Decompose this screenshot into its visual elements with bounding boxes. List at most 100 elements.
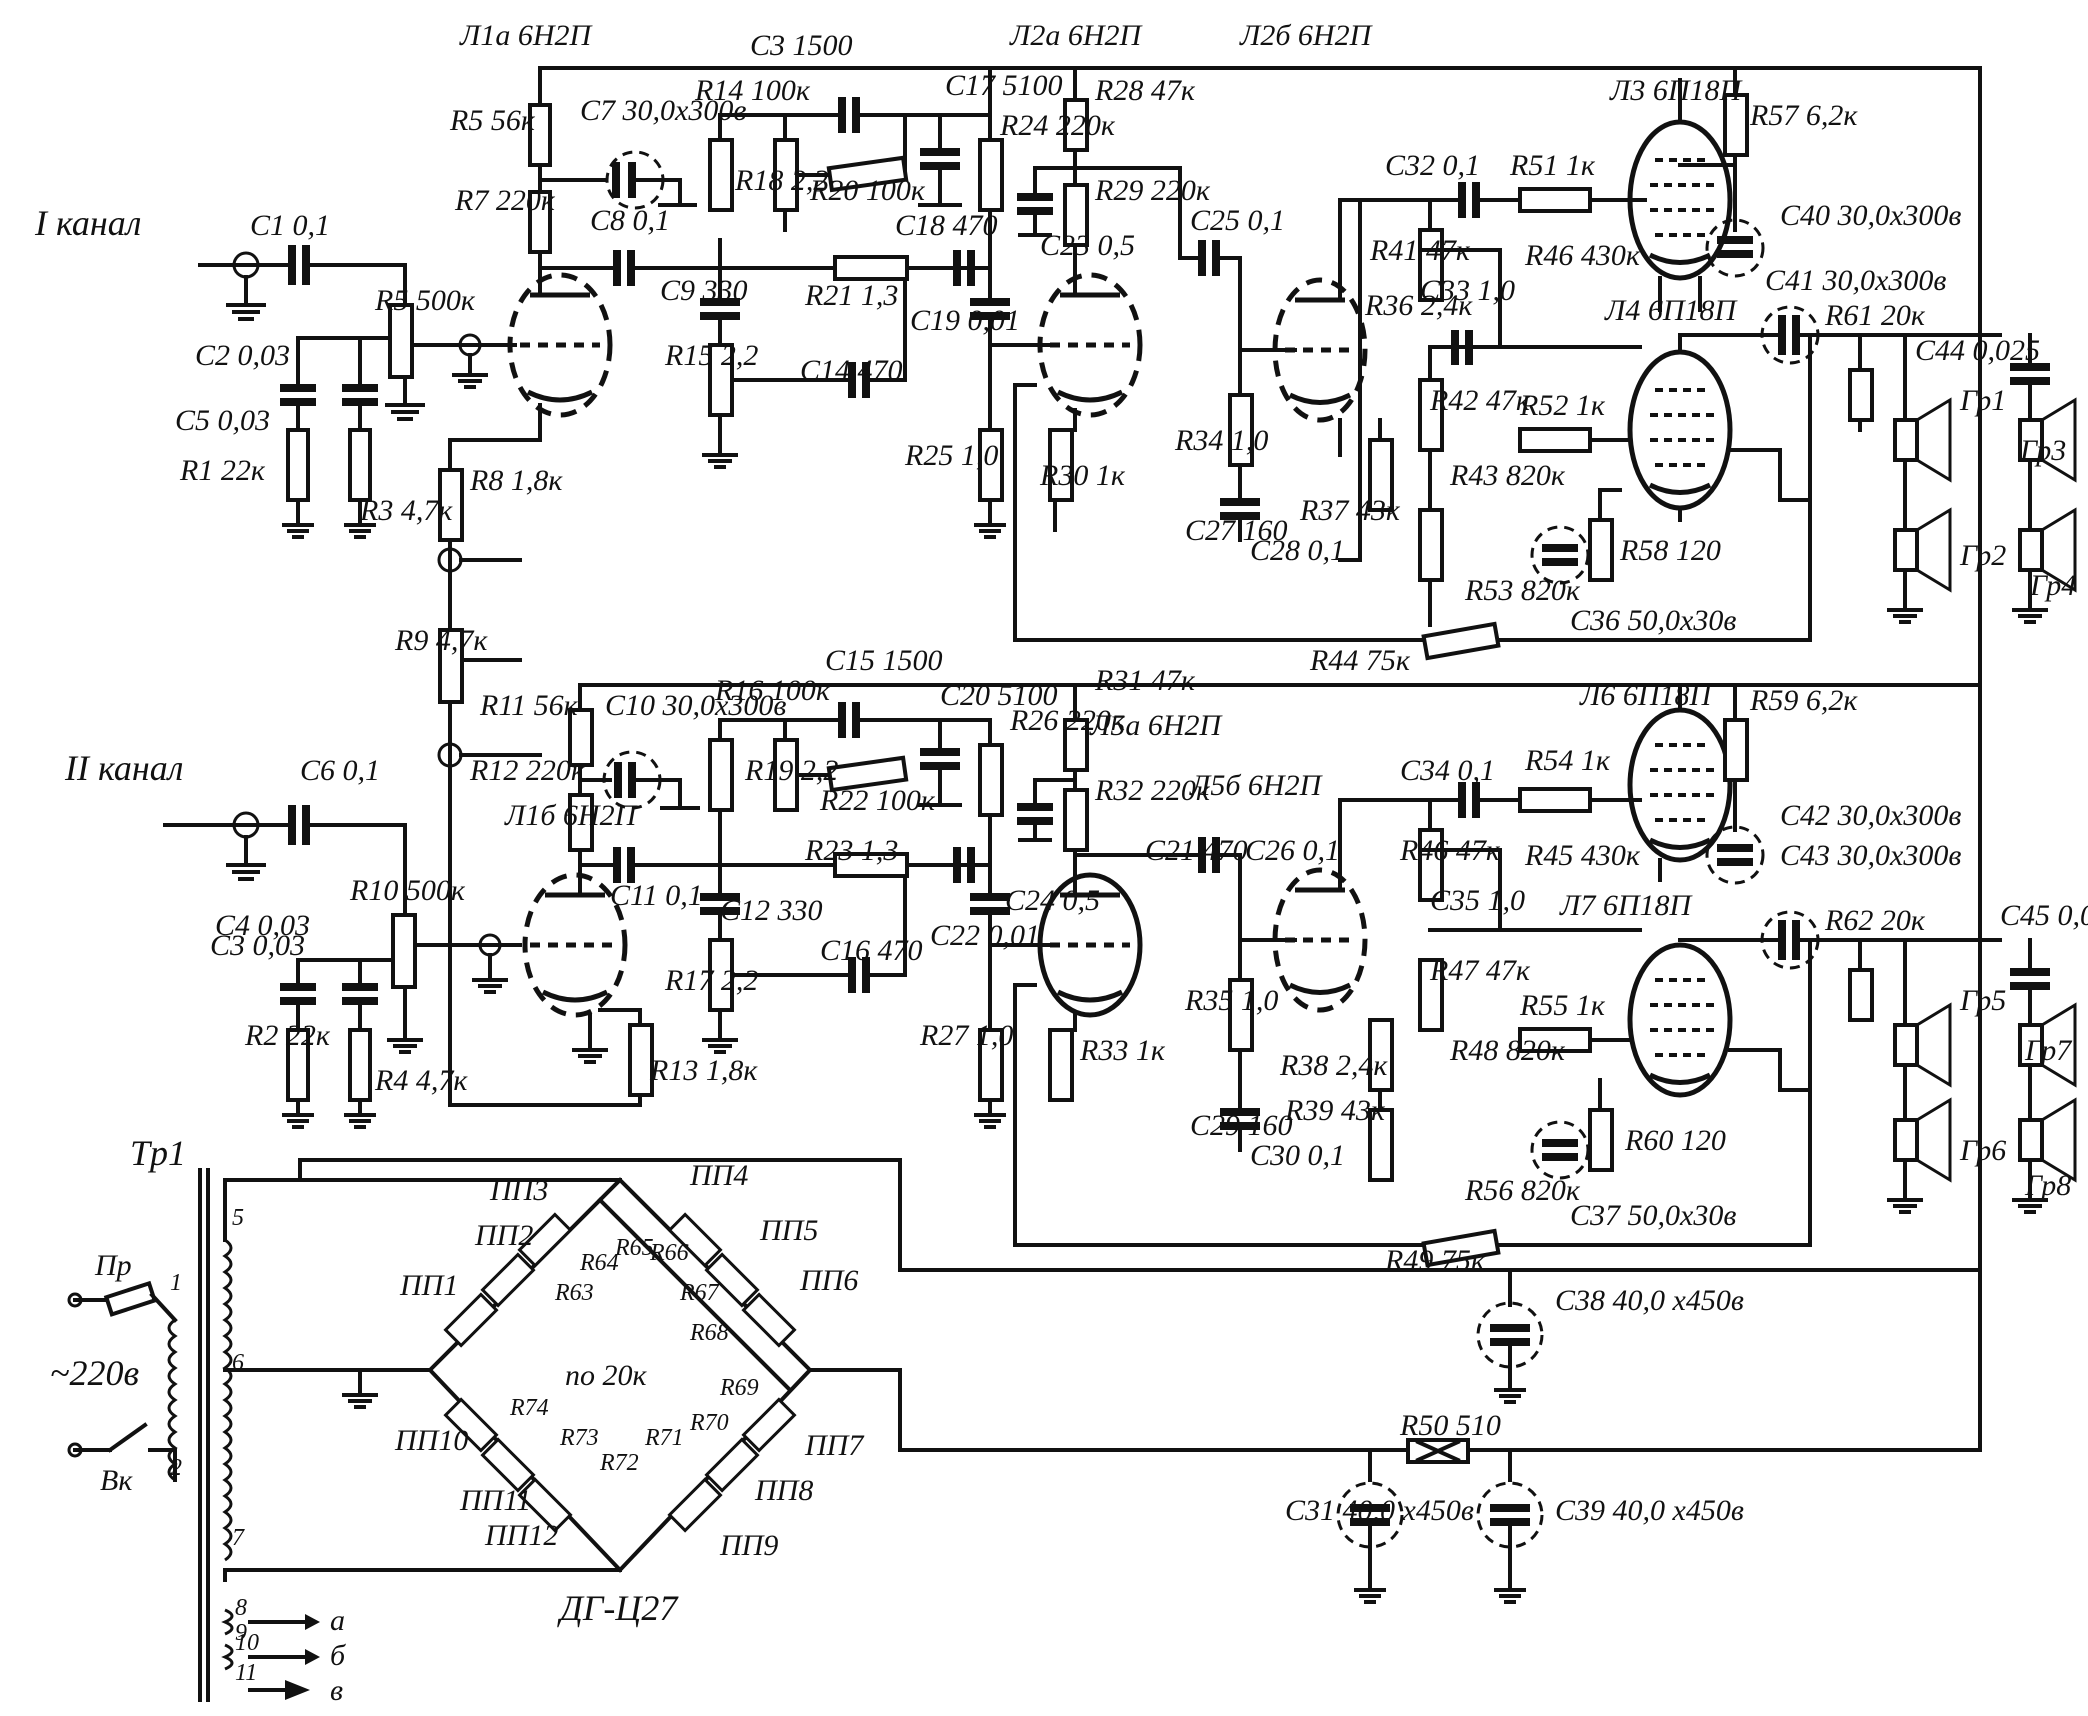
diode-label: ПП9 [719,1529,778,1562]
bridge-resistor-label: R64 [579,1250,619,1276]
diode-label: ПП5 [759,1214,818,1247]
output-b-label: б [330,1639,346,1672]
capacitor-label: C38 40,0 х450в [1555,1284,1744,1317]
capacitor-label: C21 470 [1145,834,1248,867]
capacitor-label: C33 1,0 [1420,274,1515,307]
capacitor-label: C31 40,0 х450в [1285,1494,1474,1527]
capacitor-label: C36 50,0х30в [1570,604,1736,637]
resistor-label: R25 1,0 [904,439,998,472]
tube-label-l1b: Л1б 6Н2П [504,799,639,832]
transformer-pin-label: 8 [235,1595,247,1621]
resistor-label: R19 2,2 [744,754,838,787]
resistor-label: R23 1,3 [804,834,898,867]
capacitor-label: C37 50,0х30в [1570,1199,1736,1232]
resistor-label: R2 22к [244,1019,331,1052]
resistor-label: R13 1,8к [649,1054,758,1087]
resistor-label: R44 75к [1309,644,1411,677]
diode-label: ПП8 [754,1474,813,1507]
tube-label-l6: Л6 6П18П [1579,679,1713,712]
resistor-label: R36 2,4к [1364,289,1473,322]
bridge-resistor-label: R66 [649,1240,689,1266]
capacitor-label: C41 30,0х300в [1765,264,1946,297]
resistor-label: R61 20к [1824,299,1926,332]
resistor-label: R43 820к [1449,459,1566,492]
capacitor-label: C22 0,01 [930,919,1040,952]
resistor-label: R35 1,0 [1184,984,1278,1017]
resistor-label: R1 22к [179,454,266,487]
resistor-label: R22 100к [819,784,936,817]
resistor-label: R30 1к [1039,459,1126,492]
diode-label: ПП12 [484,1519,558,1552]
resistor-label: R37 43к [1299,494,1401,527]
resistor-label: R53 820к [1464,574,1581,607]
resistor-label: R62 20к [1824,904,1926,937]
channel-2-label: II канал [64,748,183,788]
transformer-pin-label: 11 [235,1660,257,1686]
resistor-label: R7 220к [454,184,556,217]
capacitor-label: C43 30,0х300в [1780,839,1961,872]
bridge-resistor-label: R63 [554,1280,594,1306]
resistor-label: R31 47к [1094,664,1196,697]
output-a-label: а [330,1604,345,1637]
capacitor-label: C8 0,1 [590,204,670,237]
resistor-label: R3 4,7к [359,494,453,527]
bridge-resistor-label: R71 [644,1425,684,1451]
speaker-label: Гр3 [2019,434,2066,467]
bridge-resistor-label: R70 [689,1410,729,1436]
resistor-label: R41 47к [1369,234,1471,267]
capacitor-label: C4 0,03 [215,909,310,942]
resistor-label: R47 47к [1429,954,1531,987]
resistor-label: R16 100к [714,674,831,707]
diode-label: ПП7 [804,1429,865,1462]
capacitor-label: C3 1500 [750,29,853,62]
capacitor-label: C7 30,0х300в [580,94,746,127]
resistor-label: R45 430к [1524,839,1641,872]
tube-label-l4: Л4 6П18П [1604,294,1738,327]
resistor-label: R56 820к [1464,1174,1581,1207]
output-v-label: в [330,1674,343,1707]
tube-label-l1a: Л1а 6Н2П [459,19,593,52]
resistor-label: R27 1,0 [919,1019,1013,1052]
capacitor-label: C2 0,03 [195,339,290,372]
capacitor-label: C24 0,5 [1005,884,1100,917]
resistor-label: R49 75к [1384,1244,1486,1277]
resistor-label: R54 1к [1524,744,1611,777]
transformer-pin-label: 9 [235,1620,247,1646]
resistor-label: R5 500к [374,284,476,317]
tube-label-l3: Л3 6П18П [1609,74,1743,107]
resistor-label: R21 1,3 [804,279,898,312]
resistor-label: R15 2,2 [664,339,758,372]
diode-label: ПП4 [689,1159,748,1192]
tube-label-l7: Л7 6П18П [1559,889,1693,922]
resistor-label: R58 120 [1619,534,1721,567]
resistor-label: R18 2,2 [734,164,828,197]
transformer-pin-label: 6 [232,1350,244,1376]
bridge-resistor-label: R65 [614,1235,654,1261]
resistor-label: R59 6,2к [1749,684,1858,717]
transformer-pin-label: 7 [232,1525,245,1551]
capacitor-label: C10 30,0х300в [605,689,786,722]
resistor-label: R11 56к [479,689,579,722]
resistor-label: R4 4,7к [374,1064,468,1097]
capacitor-label: C1 0,1 [250,209,330,242]
capacitor-label: C34 0,1 [1400,754,1495,787]
resistor-label: R50 510 [1399,1409,1501,1442]
power-supply [67,1158,1982,1702]
bridge-resistor-label: R72 [599,1450,639,1476]
capacitor-label: C29 160 [1190,1109,1293,1142]
capacitor-label: C32 0,1 [1385,149,1480,182]
channel-1 [198,66,2077,1452]
tube-label-l2b: Л2б 6Н2П [1239,19,1374,52]
capacitor-label: C30 0,1 [1250,1139,1345,1172]
capacitor-label: C26 0,1 [1245,834,1340,867]
capacitor-label: C3 0,03 [210,929,305,962]
bridge-resistor-label: R68 [689,1320,729,1346]
capacitor-label: C42 30,0х300в [1780,799,1961,832]
resistor-label: R29 220к [1094,174,1211,207]
bridge-resistor-label: R74 [509,1395,549,1421]
transformer-pin-label: 10 [235,1630,259,1656]
capacitor-label: C9 330 [660,274,748,307]
resistor-label: R32 220к [1094,774,1211,807]
resistor-label: R60 120 [1624,1124,1726,1157]
